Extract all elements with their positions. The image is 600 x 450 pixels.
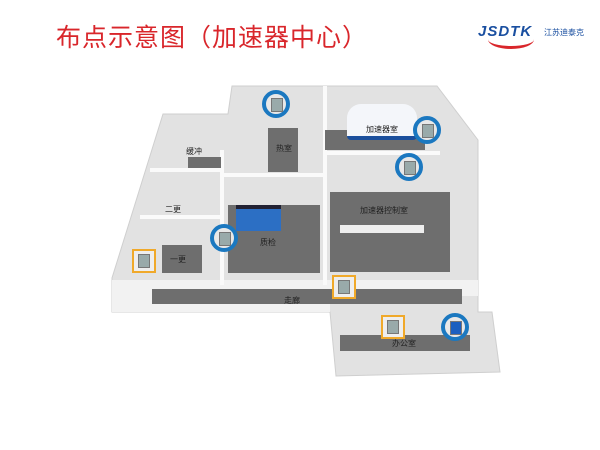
room-label-accelerator-room: 加速器室 <box>366 125 398 134</box>
company-logo: JSDTK 江苏迪泰克 <box>468 10 593 50</box>
room-label-qc: 质检 <box>260 238 276 247</box>
room-label-control-room: 加速器控制室 <box>360 206 408 215</box>
floor-buffer <box>188 157 221 168</box>
logo-swoosh-icon <box>488 30 534 49</box>
lab-bench <box>236 205 281 231</box>
room-label-buffer: 缓冲 <box>186 147 202 156</box>
control-desks <box>340 225 424 233</box>
floor-corridor <box>152 289 462 304</box>
room-label-office: 办公室 <box>392 339 416 348</box>
portable-monitor-office-icon[interactable] <box>381 315 405 339</box>
logo-text: JSDTK <box>478 23 533 40</box>
fixed-monitor-qc-icon[interactable] <box>210 224 238 252</box>
fixed-monitor-office-display-icon[interactable] <box>441 313 469 341</box>
floor-change1 <box>162 245 202 273</box>
floor-hot-room <box>268 128 298 172</box>
fixed-monitor-hot-room-icon[interactable] <box>262 90 290 118</box>
room-label-change2: 二更 <box>165 205 181 214</box>
fixed-monitor-accelerator-room-icon[interactable] <box>413 116 441 144</box>
fixed-monitor-maze-icon[interactable] <box>395 153 423 181</box>
logo-subtitle: 江苏迪泰克 <box>544 28 584 37</box>
room-label-hot-room: 热室 <box>276 144 292 153</box>
portable-monitor-corridor-icon[interactable] <box>332 275 356 299</box>
floor-office <box>340 335 470 351</box>
room-label-corridor: 走廊 <box>284 296 300 305</box>
room-label-change1: 一更 <box>170 255 186 264</box>
page-title: 布点示意图（加速器中心） <box>56 23 369 52</box>
portable-monitor-change1-icon[interactable] <box>132 249 156 273</box>
accelerator-machine <box>347 104 417 140</box>
